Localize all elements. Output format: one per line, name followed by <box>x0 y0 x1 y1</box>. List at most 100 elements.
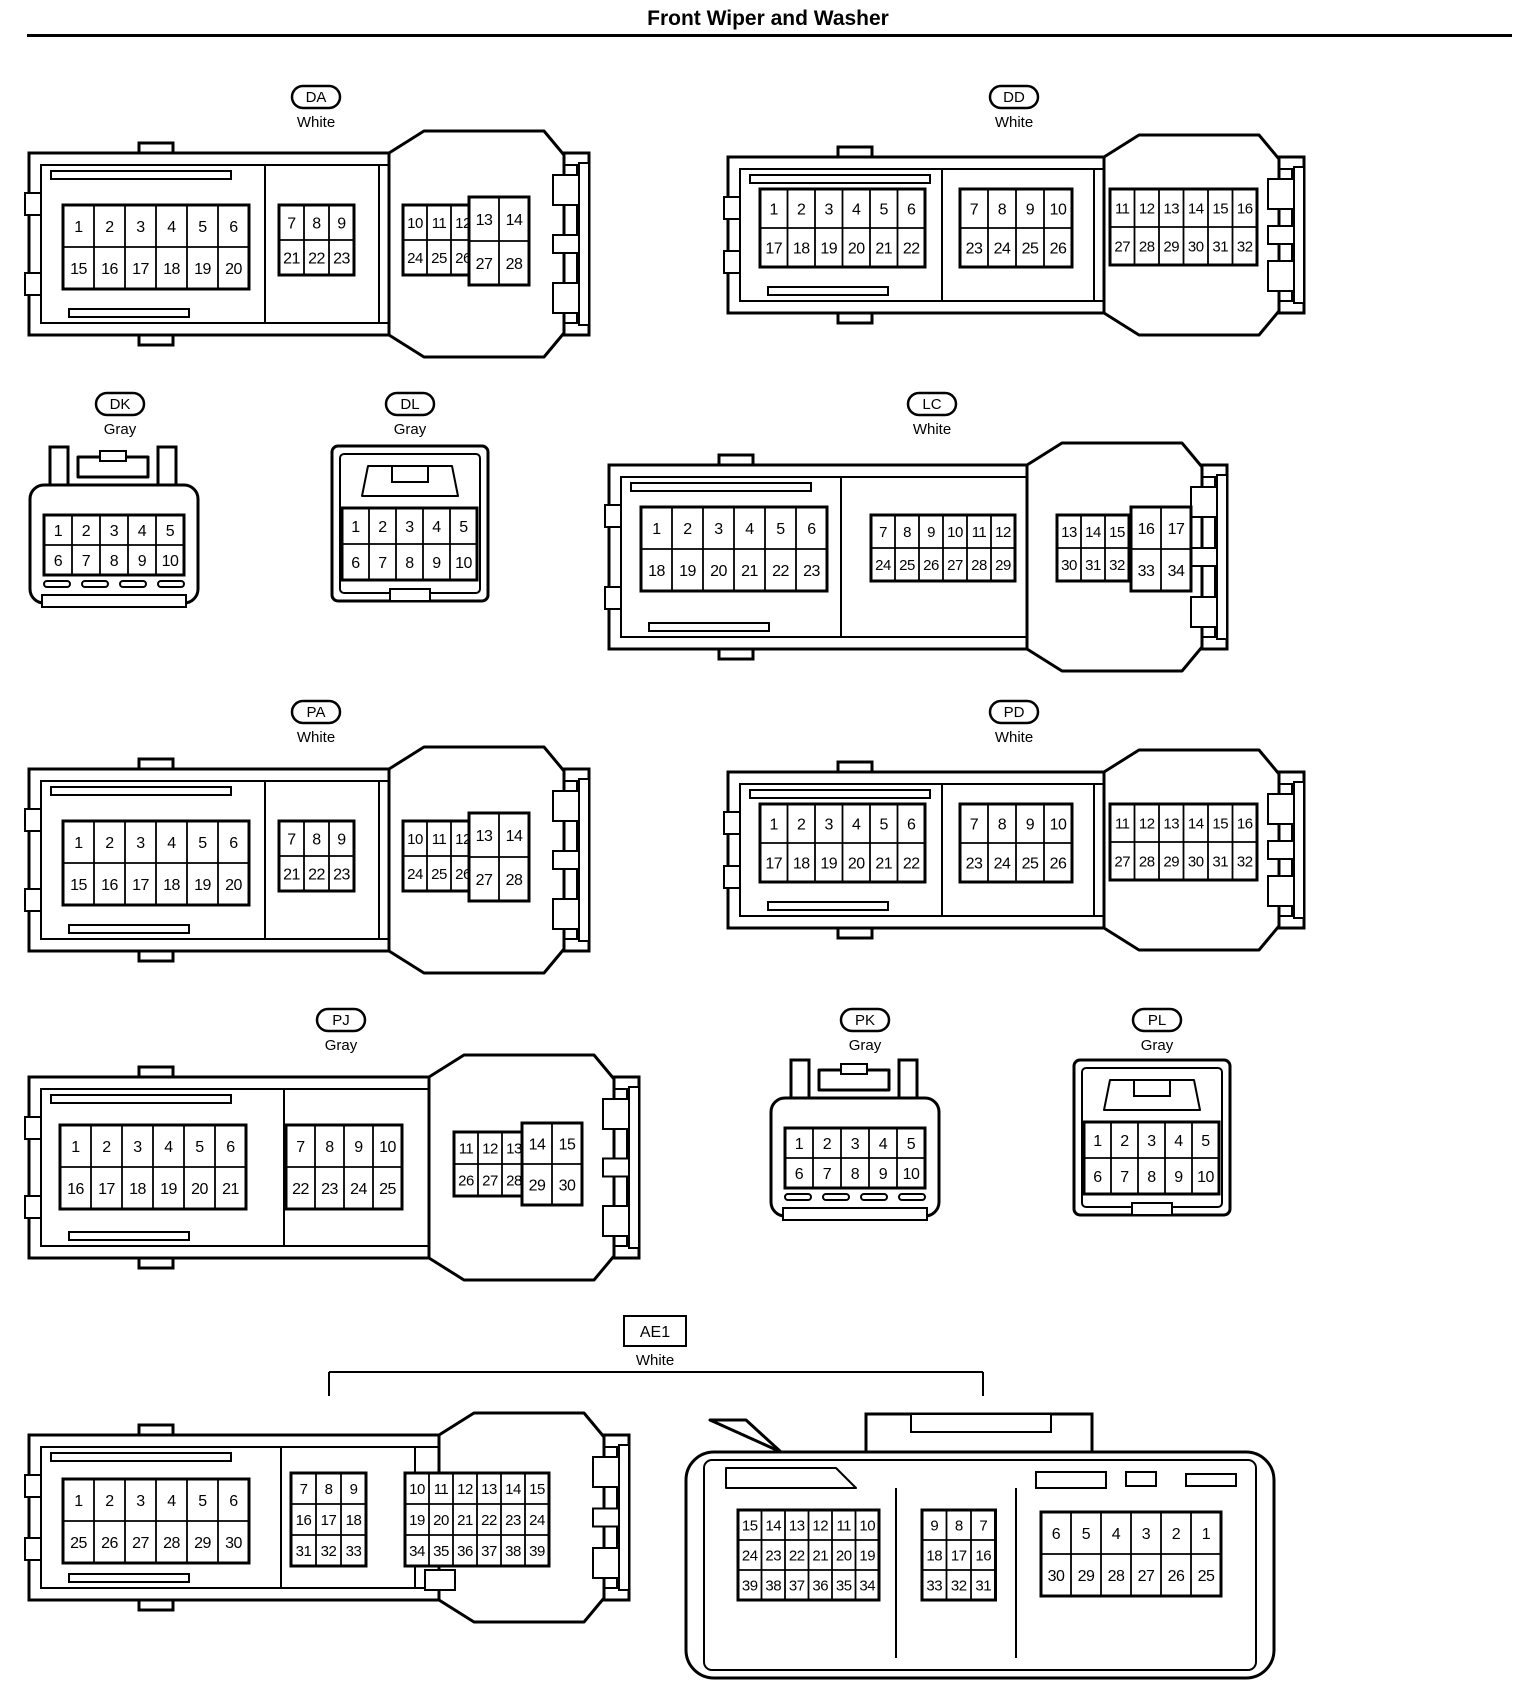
guide-rail <box>767 901 889 911</box>
pin-number: 15 <box>70 877 87 894</box>
pin-number: 18 <box>926 1547 942 1564</box>
guide-rail <box>68 924 190 934</box>
pin-number: 2 <box>105 835 114 852</box>
pin-number: 12 <box>1139 815 1155 832</box>
pin-number: 14 <box>506 212 523 229</box>
pin-number: 12 <box>455 215 471 232</box>
pin-number: 18 <box>129 1181 146 1198</box>
pin-number: 23 <box>333 250 350 267</box>
pin-number: 20 <box>433 1512 449 1529</box>
pin-number: 5 <box>198 1493 207 1510</box>
pin-number: 5 <box>880 201 889 218</box>
pin-number: 1 <box>71 1139 80 1156</box>
pin-number: 12 <box>812 1517 828 1534</box>
pin-number: 36 <box>812 1577 828 1594</box>
latch-slot <box>1267 178 1295 210</box>
pin-number: 4 <box>138 523 147 540</box>
pin-number: 10 <box>1050 816 1067 833</box>
pin-number: 30 <box>1061 557 1077 574</box>
pin-number: 1 <box>795 1136 804 1153</box>
pin-number: 5 <box>1082 1526 1091 1543</box>
pin-number: 4 <box>852 201 861 218</box>
key-slot <box>1131 1202 1173 1216</box>
pin-number: 13 <box>1061 524 1077 541</box>
pin-number: 10 <box>407 215 423 232</box>
latch-rib <box>578 778 590 942</box>
pin-block <box>920 1508 997 1602</box>
pin-number: 25 <box>899 557 915 574</box>
guide-rail <box>749 789 931 799</box>
connector-code: DA <box>306 89 327 106</box>
pin-number: 4 <box>879 1136 888 1153</box>
latch-slot <box>602 1157 630 1178</box>
pin-number: 17 <box>765 855 782 872</box>
pin-number: 8 <box>325 1139 334 1156</box>
pin-number: 1 <box>74 219 83 236</box>
pin-number: 25 <box>431 866 447 883</box>
pin-number: 16 <box>1138 521 1155 538</box>
pin-number: 29 <box>194 1535 211 1552</box>
connector-color: White <box>297 114 335 131</box>
pin-number: 23 <box>505 1512 521 1529</box>
pin-number: 1 <box>1093 1133 1102 1150</box>
pin-number: 25 <box>379 1181 396 1198</box>
pin-number: 6 <box>229 835 238 852</box>
latch-button <box>1133 1079 1171 1097</box>
pin-number: 15 <box>1212 200 1228 217</box>
pin-number: 7 <box>970 201 979 218</box>
pin-number: 10 <box>455 555 472 572</box>
pin-number: 25 <box>70 1535 87 1552</box>
connector-code: PL <box>1148 1012 1166 1029</box>
pin-number: 23 <box>803 563 820 580</box>
pin-number: 27 <box>1138 1568 1155 1585</box>
pin-number: 6 <box>807 521 816 538</box>
pin-number: 3 <box>133 1139 142 1156</box>
pin-number: 24 <box>407 250 423 267</box>
pin-number: 13 <box>789 1517 805 1534</box>
pin-number: 9 <box>1174 1169 1183 1186</box>
pin-number: 3 <box>136 219 145 236</box>
pin-number: 27 <box>947 557 963 574</box>
key-slot <box>860 1193 888 1201</box>
guide-rail <box>767 286 889 296</box>
pin-number: 28 <box>1139 238 1155 255</box>
pin-number: 6 <box>1052 1526 1061 1543</box>
pin-number: 3 <box>136 835 145 852</box>
pin-number: 34 <box>859 1577 875 1594</box>
pin-number: 12 <box>1139 200 1155 217</box>
pin-number: 1 <box>770 201 779 218</box>
pin-number: 31 <box>975 1577 991 1594</box>
pin-number: 10 <box>903 1166 920 1183</box>
pin-number: 13 <box>1163 815 1179 832</box>
side-notch <box>24 272 42 296</box>
key-slot <box>822 1193 850 1201</box>
pin-number: 25 <box>431 250 447 267</box>
pin-number: 2 <box>683 521 692 538</box>
pin-number: 23 <box>966 855 983 872</box>
pin-number: 23 <box>966 240 983 257</box>
pin-number: 37 <box>481 1543 497 1560</box>
side-notch <box>723 865 741 889</box>
pin-number: 39 <box>529 1543 545 1560</box>
pin-number: 10 <box>162 553 179 570</box>
pin-number: 21 <box>812 1547 828 1564</box>
pin-number: 29 <box>1078 1568 1095 1585</box>
pin-number: 21 <box>283 866 300 883</box>
connector-color: Gray <box>849 1037 882 1054</box>
pin-number: 21 <box>222 1181 239 1198</box>
pin-number: 26 <box>1050 855 1067 872</box>
diagram-title: Front Wiper and Washer <box>647 7 889 30</box>
pin-number: 4 <box>745 521 754 538</box>
guide-rail <box>50 1094 232 1104</box>
connector-code-pill <box>839 1007 891 1033</box>
pin-number: 6 <box>1093 1169 1102 1186</box>
connector-code: DL <box>400 396 419 413</box>
pin-number: 6 <box>229 219 238 236</box>
guide-rail <box>68 308 190 318</box>
connector-code: PD <box>1004 704 1025 721</box>
connector-color: Gray <box>394 421 427 438</box>
